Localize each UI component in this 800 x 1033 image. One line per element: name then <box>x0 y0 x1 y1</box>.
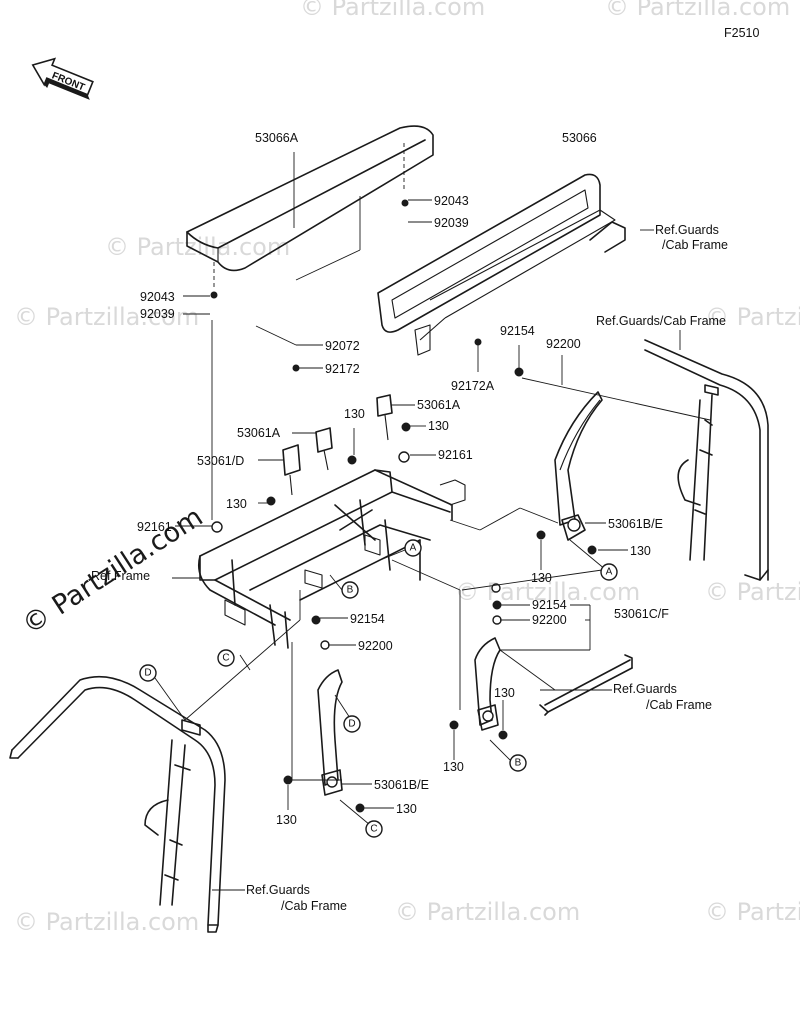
callout-c: C <box>365 820 383 838</box>
part-label: 92039 <box>434 216 469 230</box>
seatbelt-retractor-right <box>554 391 603 541</box>
reference-labels: Ref.Frame Ref.Guards /Cab Frame Ref.Guar… <box>91 223 728 913</box>
part-label: 130 <box>531 571 552 585</box>
part-label: 92172A <box>451 379 495 393</box>
seat-frame <box>197 469 466 649</box>
part-label: 92154 <box>500 324 535 338</box>
part-label: 130 <box>630 544 651 558</box>
cab-frame-left <box>9 675 226 933</box>
svg-text:B: B <box>515 758 522 769</box>
part-label: 130 <box>344 407 365 421</box>
ref-label: Ref.Guards <box>655 223 719 237</box>
watermark: © Partzilla.com <box>705 578 800 606</box>
ref-label: /Cab Frame <box>662 238 728 252</box>
part-label: 53061A <box>237 426 281 440</box>
callout-b: B <box>341 581 359 599</box>
part-label: 92072 <box>325 339 360 353</box>
part-label: 53066 <box>562 131 597 145</box>
seatbelt-buckles <box>282 394 393 496</box>
part-label: 92043 <box>140 290 175 304</box>
seat-cushion-53066A <box>186 125 434 288</box>
ref-label: /Cab Frame <box>281 899 347 913</box>
part-label: 92154 <box>350 612 385 626</box>
part-label: 92200 <box>546 337 581 351</box>
seatbelt-retractor-mid <box>474 637 501 731</box>
ref-label: Ref.Guards <box>613 682 677 696</box>
callout-d: D <box>139 664 157 682</box>
callout-circles: A A B B C C D D <box>139 539 618 838</box>
callout-a: A <box>600 563 618 581</box>
part-labels: 53066A 53066 92043 92039 92043 92039 920… <box>137 131 669 827</box>
watermark: © Partzilla.com <box>705 898 800 926</box>
svg-text:A: A <box>606 567 613 578</box>
part-label: 92200 <box>358 639 393 653</box>
part-label: 92039 <box>140 307 175 321</box>
part-label: 53066A <box>255 131 299 145</box>
svg-text:B: B <box>347 585 354 596</box>
ref-label: Ref.Guards/Cab Frame <box>596 314 726 328</box>
part-label: 53061A <box>417 398 461 412</box>
watermark: © Partzilla.com <box>605 0 790 21</box>
watermark: © Partzilla.com <box>705 303 800 331</box>
part-label: 53061B/E <box>608 517 663 531</box>
watermark-layer: © Partzilla.com © Partzilla.com © Partzi… <box>14 0 800 936</box>
backrest-53066 <box>377 173 626 356</box>
leader-lines <box>154 199 711 891</box>
watermark: © Partzilla.com <box>14 303 199 331</box>
fasteners <box>210 199 597 813</box>
front-arrow-icon: FRONT <box>31 57 94 100</box>
watermark: © Partzilla.com <box>300 0 485 21</box>
part-label: 130 <box>226 497 247 511</box>
svg-text:D: D <box>348 719 355 730</box>
figure-code: F2510 <box>724 26 759 40</box>
part-label: 92172 <box>325 362 360 376</box>
part-label: 130 <box>443 760 464 774</box>
part-label: 130 <box>276 813 297 827</box>
callout-d: D <box>343 715 361 733</box>
watermark: © Partzilla.com <box>14 908 199 936</box>
ref-label: Ref.Guards <box>246 883 310 897</box>
part-label: 92200 <box>532 613 567 627</box>
part-label: 53061B/E <box>374 778 429 792</box>
svg-text:C: C <box>370 824 377 835</box>
watermark: © Partzilla.com <box>105 233 290 261</box>
cab-frame-right <box>644 339 769 581</box>
part-label: 53061/D <box>197 454 244 468</box>
svg-text:C: C <box>222 653 229 664</box>
seatbelt-retractor-left <box>317 669 343 796</box>
part-label: 130 <box>494 686 515 700</box>
part-label: 53061C/F <box>614 607 669 621</box>
part-label: 130 <box>428 419 449 433</box>
svg-text:D: D <box>144 668 151 679</box>
watermark: © Partzilla.com <box>455 578 640 606</box>
part-label: 130 <box>396 802 417 816</box>
part-label: 92161 <box>137 520 172 534</box>
callout-b: B <box>509 754 527 772</box>
part-label: 92154 <box>532 598 567 612</box>
watermark: © Partzilla.com <box>395 898 580 926</box>
callout-c: C <box>217 649 235 667</box>
ref-label: /Cab Frame <box>646 698 712 712</box>
part-label: 92043 <box>434 194 469 208</box>
part-label: 92161 <box>438 448 473 462</box>
ref-label: Ref.Frame <box>91 569 150 583</box>
callout-a: A <box>404 539 422 557</box>
svg-text:A: A <box>410 543 417 554</box>
